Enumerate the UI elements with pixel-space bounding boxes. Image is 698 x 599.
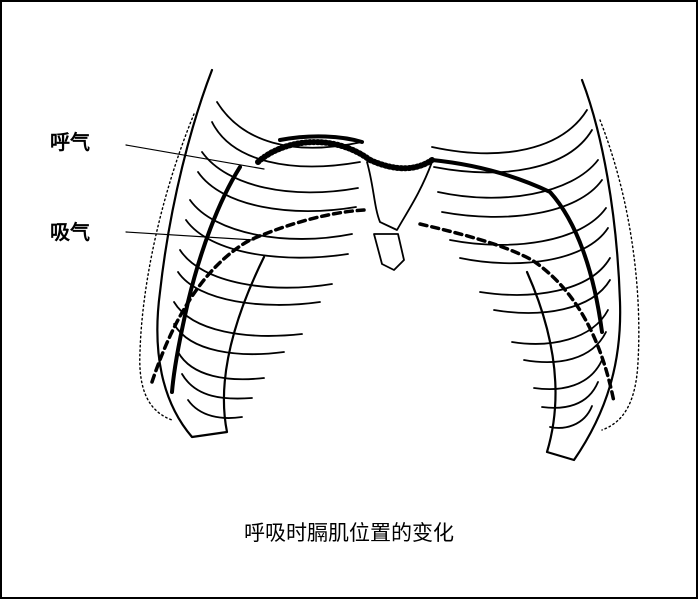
diaphragm-exhale-line xyxy=(278,134,364,144)
xiphoid-process xyxy=(373,233,405,271)
label-inhale: 吸气 xyxy=(50,220,90,244)
diaphragm-inhale-line xyxy=(418,222,616,404)
ribcage-expanded-contour-right xyxy=(599,119,640,431)
figure-caption: 呼吸时膈肌位置的变化 xyxy=(244,521,454,545)
diaphragm-inhale-line xyxy=(150,208,366,384)
label-leader-inhale xyxy=(125,231,255,241)
sternum xyxy=(366,161,433,231)
costal-cartilage-hatch-left xyxy=(255,139,373,165)
left-ribs xyxy=(173,101,363,419)
ribcage-outline-right xyxy=(525,78,622,462)
ribcage-outline-left xyxy=(156,68,266,439)
ribcage-expanded-contour-left xyxy=(139,113,195,421)
label-exhale: 呼气 xyxy=(50,130,90,154)
right-ribs xyxy=(431,109,611,429)
costal-cartilage-hatch-right xyxy=(367,157,435,172)
diaphragm-exhale-line xyxy=(430,158,604,334)
label-leader-exhale xyxy=(125,144,265,170)
diaphragm-exhale-line xyxy=(170,165,242,394)
